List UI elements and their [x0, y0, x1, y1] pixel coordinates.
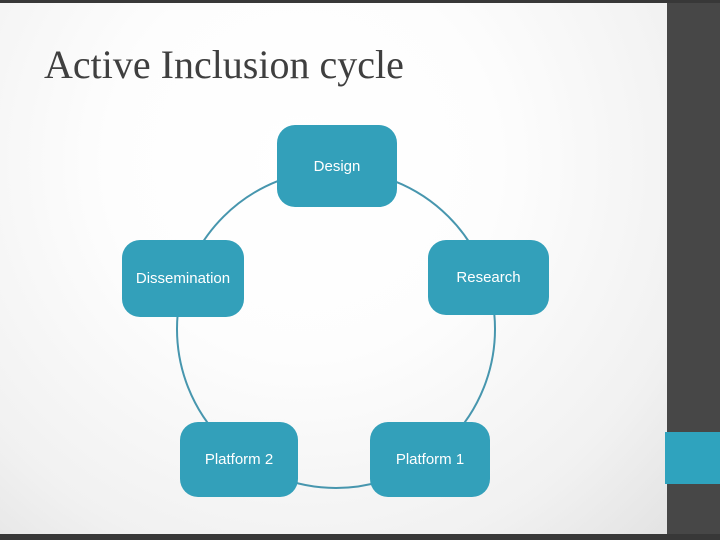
cycle-node-label: Platform 1: [395, 451, 465, 468]
cycle-node-label: Research: [456, 269, 521, 286]
slide-title: Active Inclusion cycle: [44, 42, 404, 87]
cycle-node-dissemination: Dissemination: [122, 240, 244, 317]
cycle-node-platform-1: Platform 1: [370, 422, 490, 497]
cycle-node-research: Research: [428, 240, 549, 315]
sidebar-accent-bar: [665, 432, 720, 484]
cycle-node-label: Platform 2: [204, 451, 274, 468]
slide-top-border: [0, 0, 720, 3]
cycle-node-label: Design: [313, 157, 361, 175]
cycle-node-label: Dissemination: [135, 270, 231, 287]
cycle-node-design: Design: [277, 125, 397, 207]
cycle-node-platform-2: Platform 2: [180, 422, 298, 497]
slide-bottom-border: [0, 534, 720, 540]
